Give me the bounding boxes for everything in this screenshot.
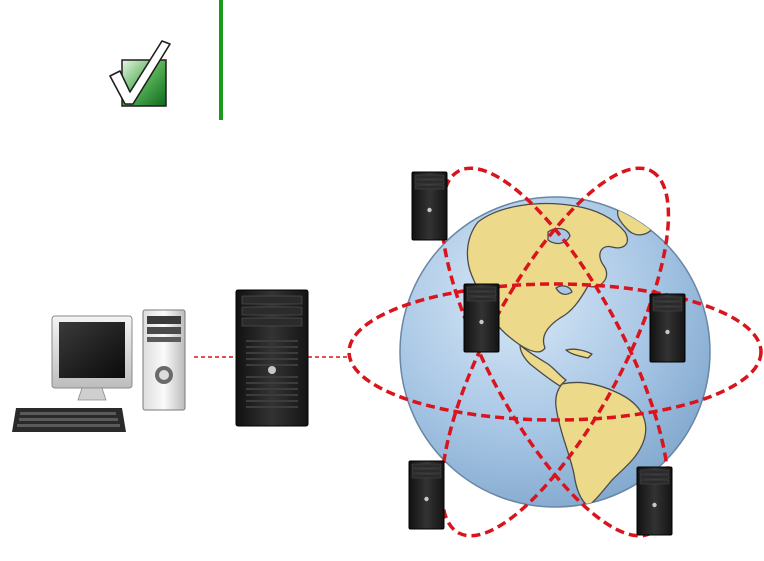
tower-server-icon	[236, 290, 308, 426]
tower-server-icon	[409, 461, 444, 529]
tower-server-icon	[637, 467, 672, 535]
tower-server-icon	[412, 172, 447, 240]
tower-server-icon	[650, 294, 685, 362]
tower-server-icon	[464, 284, 499, 352]
desktop-computer-icon	[12, 310, 185, 432]
checkmark-note-icon	[110, 41, 170, 106]
